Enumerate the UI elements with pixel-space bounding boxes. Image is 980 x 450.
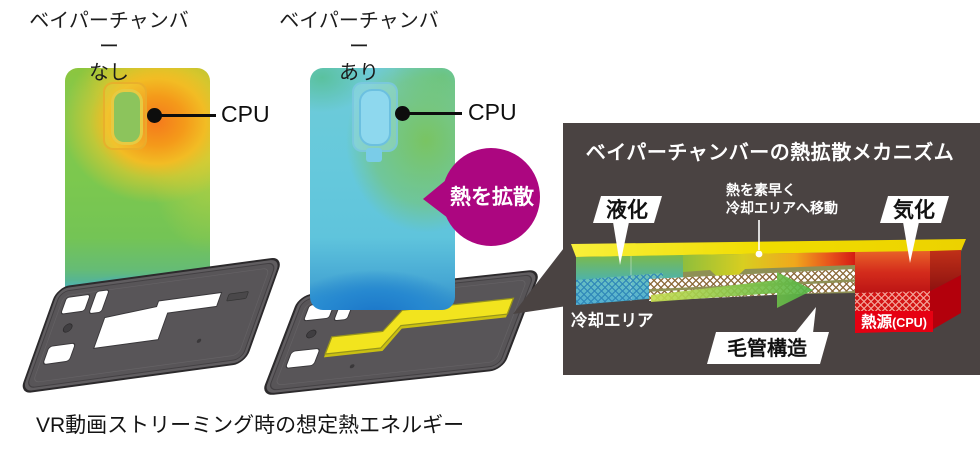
- left-phone-title: ベイパーチャンバー なし: [24, 8, 194, 86]
- liquefaction-tail: [613, 222, 629, 265]
- heat-block-wick: [855, 291, 930, 313]
- camera-cutout: [60, 294, 91, 315]
- liquid-return-arrow: [651, 272, 813, 308]
- mechanism-panel: 熱源(CPU) 液化 気化 毛管構造 熱を素早く 冷却エリアへ移動 冷却エリア …: [563, 123, 980, 375]
- chassis-inner-edge: [34, 268, 269, 383]
- slab-hot-section: [855, 251, 930, 293]
- cpu-dot-left: [147, 108, 162, 123]
- bottom-caption: VR動画ストリーミング時の想定熱エネルギー: [36, 414, 465, 437]
- mid-phone-title-line1: ベイパーチャンバー: [279, 10, 439, 58]
- heat-source-label-box: [855, 311, 933, 332]
- panel-pointer-tail: [513, 244, 567, 314]
- heat-source-text: 熱源: [861, 312, 893, 331]
- heat-move-line2: 冷却エリアへ移動: [726, 200, 838, 216]
- left-phone-title-line1: ベイパーチャンバー: [29, 10, 189, 58]
- wick-blue: [576, 273, 663, 305]
- vaporization-tag: [880, 196, 949, 223]
- mid-phone-title-line2: あり: [339, 62, 379, 84]
- central-cutout: [92, 291, 223, 350]
- vaporization-label: 気化: [893, 198, 935, 222]
- screw-hole: [62, 323, 73, 333]
- heat-spread-label: 熱を拡散: [450, 185, 534, 209]
- cooling-area-label: 冷却エリア: [571, 310, 654, 330]
- vapor-chamber-shape: [324, 297, 515, 355]
- camera-pill: [111, 89, 143, 145]
- mid-phone-title: ベイパーチャンバー あり: [274, 8, 444, 86]
- capillary-label: 毛管構造: [727, 336, 808, 360]
- cpu-leader-line-mid: [408, 112, 462, 115]
- vaporization-tail: [903, 222, 919, 263]
- cpu-label-left: CPU: [221, 101, 270, 127]
- cpu-leader-line-left: [160, 114, 216, 117]
- mechanism-diagram: 熱源(CPU) 液化 気化 毛管構造 熱を素早く 冷却エリアへ移動 冷却エリア …: [571, 140, 966, 364]
- heat-source-label: 熱源(CPU): [861, 312, 927, 331]
- slab-right-side-face: [930, 250, 961, 291]
- panel-title: ベイパーチャンバーの熱拡散メカニズム: [586, 140, 954, 164]
- side-slot: [226, 291, 249, 302]
- camera-pill: [359, 89, 391, 146]
- screw-dot: [196, 338, 202, 343]
- sensor-cutout: [89, 289, 110, 314]
- liquefaction-tag: [593, 196, 662, 223]
- capillary-tag: [707, 332, 829, 364]
- thermal-image-without-vc: [65, 68, 210, 310]
- heat-source-sub-text: (CPU): [892, 316, 927, 330]
- heat-move-dot: [755, 250, 763, 258]
- capillary-tail: [795, 307, 816, 333]
- heat-move-line1: 熱を素早く: [726, 182, 796, 198]
- lower-cutout: [43, 342, 76, 365]
- left-phone-title-line2: なし: [89, 62, 129, 84]
- camera-tab: [366, 148, 382, 162]
- cpu-label-mid: CPU: [468, 99, 517, 125]
- chassis-without-vapor-chamber: [22, 257, 280, 393]
- cpu-dot-mid: [395, 106, 410, 121]
- heat-spread-bubble: 熱を拡散: [423, 148, 540, 246]
- bubble-circle: [442, 148, 540, 246]
- heat-block-side: [930, 275, 961, 331]
- vapor-chamber-shade: [323, 314, 508, 358]
- thermal-image-with-vc: [310, 68, 455, 310]
- screw-dot: [349, 364, 355, 369]
- lower-cutout: [285, 348, 320, 369]
- slab-top-face: [571, 239, 966, 257]
- screw-hole: [306, 329, 317, 339]
- liquefaction-label: 液化: [606, 198, 648, 222]
